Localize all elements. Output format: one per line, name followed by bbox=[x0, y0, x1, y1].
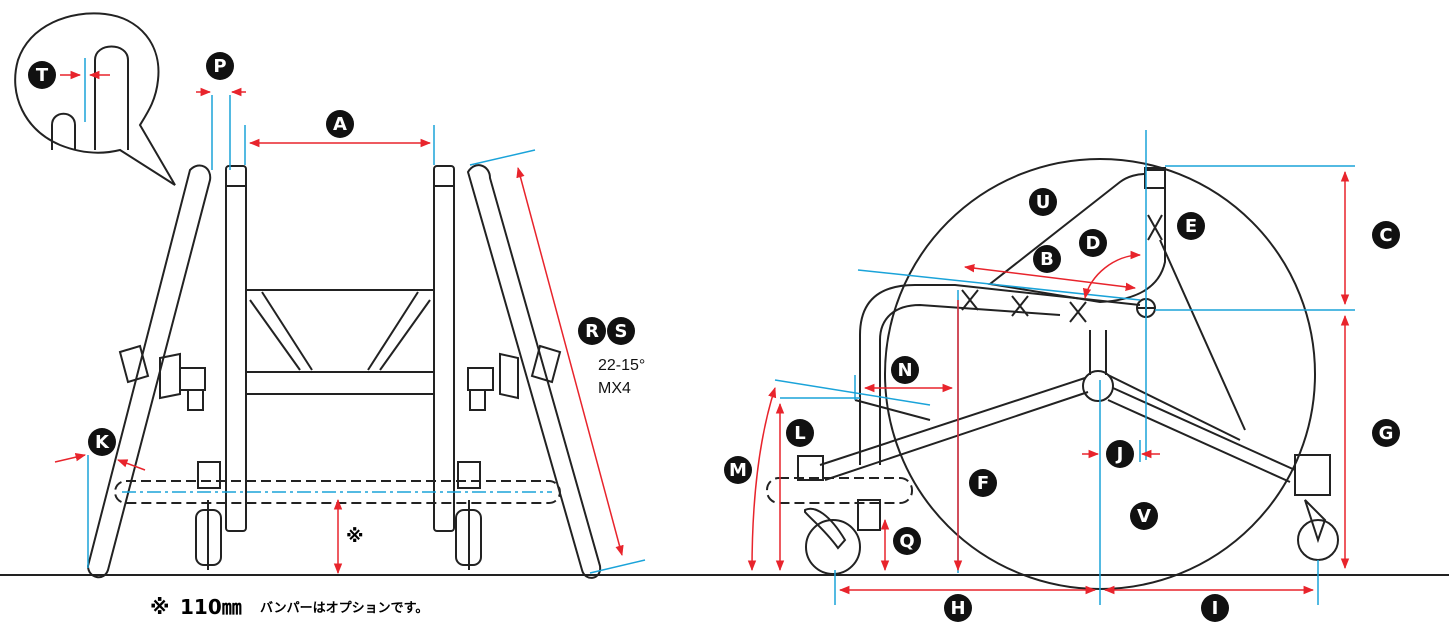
marker-V: V bbox=[1130, 502, 1158, 530]
svg-text:F: F bbox=[977, 473, 989, 494]
backrest bbox=[987, 169, 1166, 304]
marker-R: R bbox=[578, 317, 606, 345]
side-bumper bbox=[766, 477, 913, 504]
marker-I: I bbox=[1201, 594, 1229, 622]
svg-text:D: D bbox=[1086, 233, 1101, 254]
marker-T: T bbox=[28, 61, 56, 89]
svg-text:U: U bbox=[1036, 192, 1051, 213]
marker-L: L bbox=[786, 419, 814, 447]
svg-text:V: V bbox=[1137, 506, 1151, 527]
svg-text:I: I bbox=[1212, 598, 1219, 619]
marker-D: D bbox=[1079, 229, 1107, 257]
marker-G: G bbox=[1372, 419, 1400, 447]
marker-U: U bbox=[1029, 188, 1057, 216]
marker-K: K bbox=[88, 428, 116, 456]
svg-text:R: R bbox=[585, 321, 599, 342]
svg-text:M: M bbox=[729, 460, 747, 481]
front-caster bbox=[805, 519, 861, 575]
svg-text:T: T bbox=[36, 65, 49, 86]
svg-text:N: N bbox=[897, 360, 912, 381]
marker-H: H bbox=[944, 594, 972, 622]
lower-frame bbox=[819, 239, 1296, 483]
right-wheel bbox=[466, 164, 602, 579]
side-view bbox=[766, 158, 1339, 590]
marker-Q: Q bbox=[893, 527, 921, 555]
front-dimension-lines bbox=[54, 58, 646, 575]
marker-F: F bbox=[969, 469, 997, 497]
svg-text:E: E bbox=[1185, 216, 1197, 237]
svg-text:Q: Q bbox=[899, 531, 914, 552]
left-back-post bbox=[225, 165, 247, 532]
angle-note-line2: MX4 bbox=[598, 380, 631, 397]
footnote-text: バンパーはオプションです。 bbox=[260, 601, 428, 616]
svg-text:B: B bbox=[1040, 249, 1054, 270]
detail-bubble bbox=[14, 12, 176, 186]
svg-text:G: G bbox=[1379, 423, 1394, 444]
svg-text:C: C bbox=[1379, 225, 1392, 246]
marker-A: A bbox=[326, 110, 354, 138]
angle-note-line1: 22-15° bbox=[598, 357, 645, 374]
kome-mark: ※ bbox=[346, 526, 364, 547]
svg-text:J: J bbox=[1115, 444, 1124, 465]
marker-N: N bbox=[891, 356, 919, 384]
footnote-size: 110㎜ bbox=[180, 595, 242, 619]
svg-text:A: A bbox=[333, 114, 347, 135]
front-view bbox=[14, 12, 602, 579]
marker-P: P bbox=[206, 52, 234, 80]
svg-text:K: K bbox=[95, 432, 110, 453]
detail-tubes bbox=[51, 45, 129, 150]
marker-S: S bbox=[607, 317, 635, 345]
seat-frame bbox=[859, 284, 1141, 465]
footnote-mark: ※ bbox=[150, 595, 169, 619]
seat-crossbar bbox=[245, 371, 435, 395]
marker-E: E bbox=[1177, 212, 1205, 240]
marker-C: C bbox=[1372, 221, 1400, 249]
side-dimension-lines bbox=[747, 130, 1355, 605]
svg-text:L: L bbox=[794, 423, 805, 444]
right-back-post bbox=[433, 165, 455, 532]
marker-B: B bbox=[1033, 245, 1061, 273]
svg-text:S: S bbox=[615, 321, 628, 342]
svg-text:P: P bbox=[213, 56, 226, 77]
left-wheel bbox=[86, 164, 212, 579]
svg-text:H: H bbox=[950, 598, 965, 619]
marker-J: J bbox=[1106, 440, 1134, 468]
marker-M: M bbox=[724, 456, 752, 484]
